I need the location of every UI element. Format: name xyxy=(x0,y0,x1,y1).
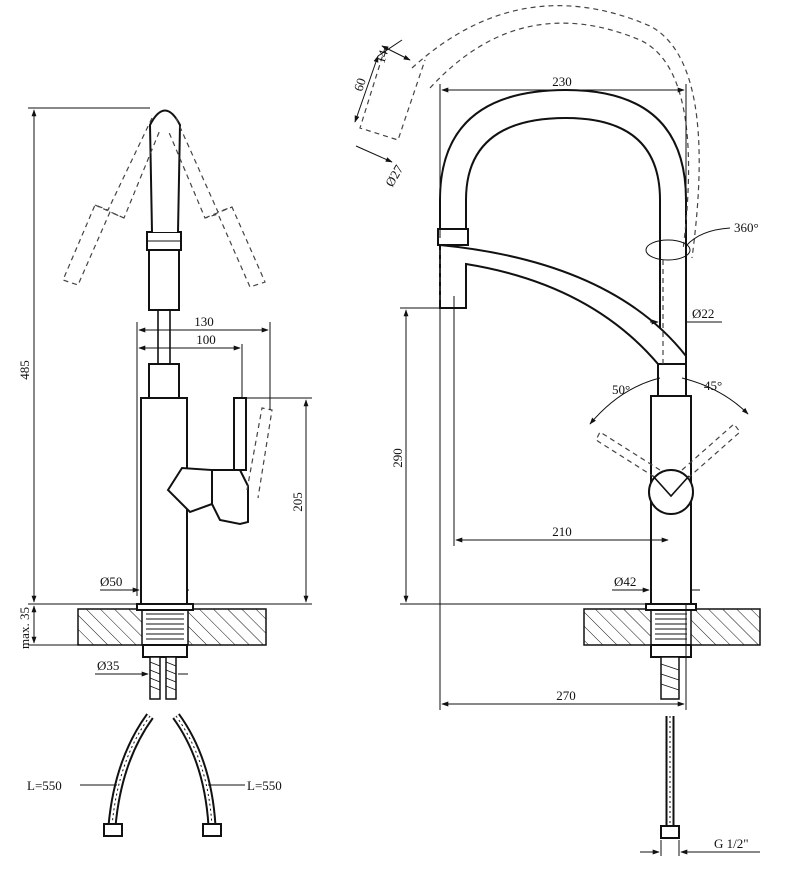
front-view: 230 60 14 Ø27 360° Ø22 50° 45° 290 210 Ø… xyxy=(351,5,761,856)
side-hoses xyxy=(103,656,222,837)
dim-total-reach: 270 xyxy=(556,688,576,703)
dim-spout-height: 290 xyxy=(390,448,405,468)
front-spray-position xyxy=(359,5,700,259)
dim-spray-tip: 14 xyxy=(373,48,391,65)
dim-spout-diameter: Ø22 xyxy=(692,306,714,321)
side-countertop xyxy=(77,603,267,658)
dim-counter-thickness: max. 35 xyxy=(17,607,32,649)
dim-spout-width: 230 xyxy=(552,74,572,89)
front-dim-labels: 230 60 14 Ø27 360° Ø22 50° 45° 290 210 Ø… xyxy=(351,48,759,851)
side-spray-positions xyxy=(62,117,266,288)
dim-rotation: 360° xyxy=(734,220,759,235)
dim-handle-height: 205 xyxy=(290,492,305,512)
side-view: 485 max. 35 130 100 205 Ø50 Ø35 L=550 L=… xyxy=(17,107,312,837)
front-handle xyxy=(595,423,741,515)
dim-spray-length: 60 xyxy=(351,76,369,93)
dim-handle-right-angle: 45° xyxy=(704,378,722,393)
dim-spout-reach-side: 130 xyxy=(194,314,214,329)
side-dimensions xyxy=(28,107,312,786)
dim-hose-right: L=550 xyxy=(247,778,282,793)
side-handle xyxy=(166,397,273,526)
dim-height-total: 485 xyxy=(17,360,32,380)
side-dim-labels: 485 max. 35 130 100 205 Ø50 Ø35 L=550 L=… xyxy=(17,314,305,793)
dim-hose-left: L=550 xyxy=(27,778,62,793)
dim-body-diameter-front: Ø42 xyxy=(614,574,636,589)
dim-thread-diameter: Ø35 xyxy=(97,658,119,673)
dim-handle-reach: 100 xyxy=(196,332,216,347)
side-body xyxy=(140,109,188,605)
dim-spray-diameter: Ø27 xyxy=(382,162,406,189)
dim-handle-left-angle: 50° xyxy=(612,382,630,397)
dim-connection: G 1/2" xyxy=(714,836,749,851)
dim-spout-reach-front: 210 xyxy=(552,524,572,539)
front-hose xyxy=(660,656,680,839)
front-dimensions xyxy=(354,39,760,856)
front-countertop xyxy=(583,603,761,658)
dim-body-diameter-side: Ø50 xyxy=(100,574,122,589)
